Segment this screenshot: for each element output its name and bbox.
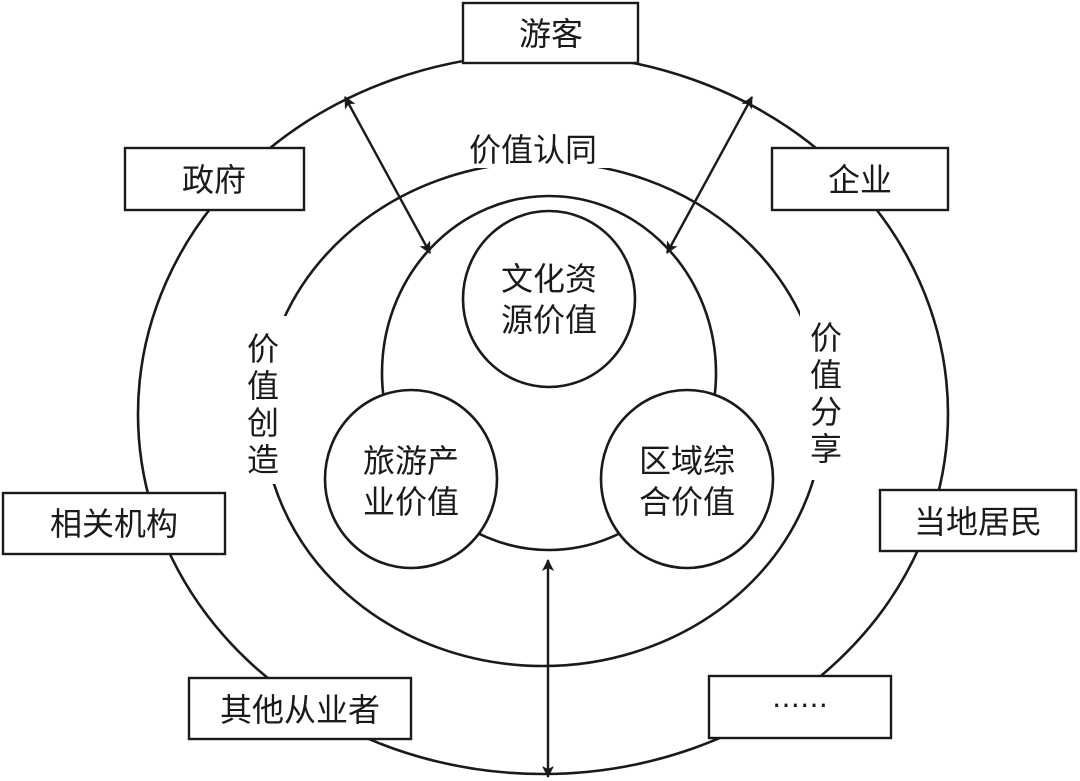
stakeholder-tourists-label: 游客 — [519, 15, 583, 53]
value-sharing-label: 价 值 分 享 — [810, 319, 842, 468]
stakeholder-government: 政府 — [123, 146, 306, 212]
cultural-resource-line: 源价值 — [501, 301, 597, 339]
stakeholder-government-label: 政府 — [182, 161, 246, 199]
cultural-resource-line: 文化资 — [501, 260, 597, 298]
stakeholder-more-label: …… — [772, 681, 828, 714]
regional-comprehensive-line: 合价值 — [639, 483, 735, 521]
stakeholder-enterprises-label: 企业 — [828, 161, 892, 199]
regional-comprehensive-line: 区域综 — [639, 442, 735, 480]
stakeholder-other-practitioners: 其他从业者 — [187, 676, 413, 741]
value-sharing-char: 享 — [810, 430, 842, 468]
regional-comprehensive-value: 区域综 合价值 — [599, 388, 775, 570]
value-creation-char: 值 — [247, 367, 279, 405]
stakeholder-enterprises: 企业 — [770, 146, 950, 212]
stakeholder-related-institutions: 相关机构 — [1, 491, 227, 556]
value-creation-char: 造 — [247, 441, 279, 479]
double-arrow-upper-right — [665, 96, 754, 254]
stakeholder-related-institutions-label: 相关机构 — [50, 505, 178, 543]
tourism-industry-line: 业价值 — [363, 483, 459, 521]
value-recognition-label: 价值认同 — [469, 131, 597, 169]
stakeholder-local-residents: 当地居民 — [878, 488, 1078, 553]
double-arrow-upper-left — [343, 96, 432, 254]
stakeholder-other-practitioners-label: 其他从业者 — [220, 691, 380, 729]
stakeholder-tourists: 游客 — [461, 1, 640, 65]
stakeholder-local-residents-label: 当地居民 — [914, 503, 1042, 541]
value-sharing-char: 值 — [810, 356, 842, 394]
inner-ring — [380, 194, 718, 552]
tourism-industry-line: 旅游产 — [363, 442, 459, 480]
value-creation-char: 价 — [247, 330, 279, 368]
value-creation-char: 创 — [247, 404, 279, 442]
value-sharing-char: 分 — [810, 393, 842, 431]
value-sharing-char: 价 — [810, 319, 842, 357]
cultural-resource-value: 文化资 源价值 — [461, 209, 637, 389]
value-creation-label: 价 值 创 造 — [247, 330, 279, 479]
tourism-industry-value: 旅游产 业价值 — [323, 388, 499, 570]
stakeholder-more: …… — [707, 674, 893, 740]
